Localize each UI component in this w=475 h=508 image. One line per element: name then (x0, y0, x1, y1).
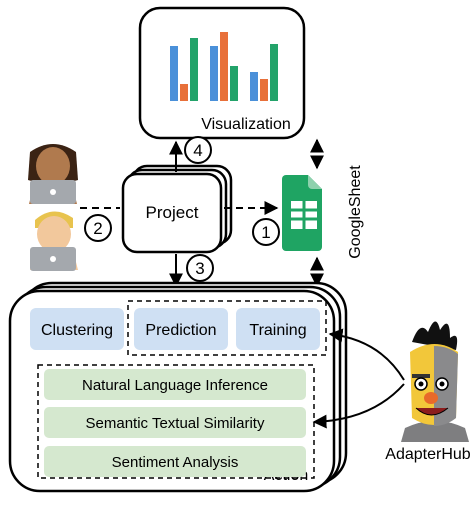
prediction-box[interactable]: Prediction (134, 308, 228, 350)
nli-box[interactable]: Natural Language Inference (44, 369, 306, 400)
user-man-laptop-icon (30, 211, 78, 271)
tasks-group (37, 364, 315, 479)
adapterhub-label: AdapterHub (385, 446, 470, 463)
project-node[interactable]: Project (121, 164, 233, 254)
svg-text:2: 2 (93, 219, 102, 238)
svg-text:4: 4 (193, 141, 202, 160)
svg-text:Natural Language Inference: Natural Language Inference (82, 377, 268, 394)
google-sheets-icon[interactable] (282, 175, 322, 251)
user-woman-laptop-icon (28, 144, 78, 204)
sts-box[interactable]: Semantic Textual Similarity (44, 407, 306, 438)
googlesheet-label: GoogleSheet (347, 165, 364, 259)
step-4-badge: 4 (184, 136, 212, 164)
step-1-badge: 1 (252, 218, 280, 246)
visualization-node[interactable]: Visualization (138, 6, 306, 140)
training-box[interactable]: Training (236, 308, 320, 350)
svg-text:1: 1 (261, 223, 270, 242)
edge-adapterhub-tasks (312, 383, 405, 429)
edge-adapterhub-training (328, 328, 405, 381)
svg-text:Clustering: Clustering (41, 322, 113, 339)
svg-text:Sentiment Analysis: Sentiment Analysis (112, 454, 239, 471)
svg-text:Prediction: Prediction (145, 322, 216, 339)
svg-text:3: 3 (195, 259, 204, 278)
svg-text:Training: Training (249, 322, 306, 339)
sentiment-box[interactable]: Sentiment Analysis (44, 446, 306, 477)
visualization-label: Visualization (201, 116, 291, 133)
project-label: Project (146, 203, 199, 222)
adapterhub-mascot-icon (401, 321, 469, 442)
prediction-training-group (127, 300, 327, 356)
step-2-badge: 2 (84, 214, 112, 242)
step-3-badge: 3 (186, 254, 214, 282)
bar-chart-icon (170, 32, 278, 101)
clustering-box[interactable]: Clustering (30, 308, 124, 350)
svg-text:Semantic Textual Similarity: Semantic Textual Similarity (86, 415, 265, 432)
